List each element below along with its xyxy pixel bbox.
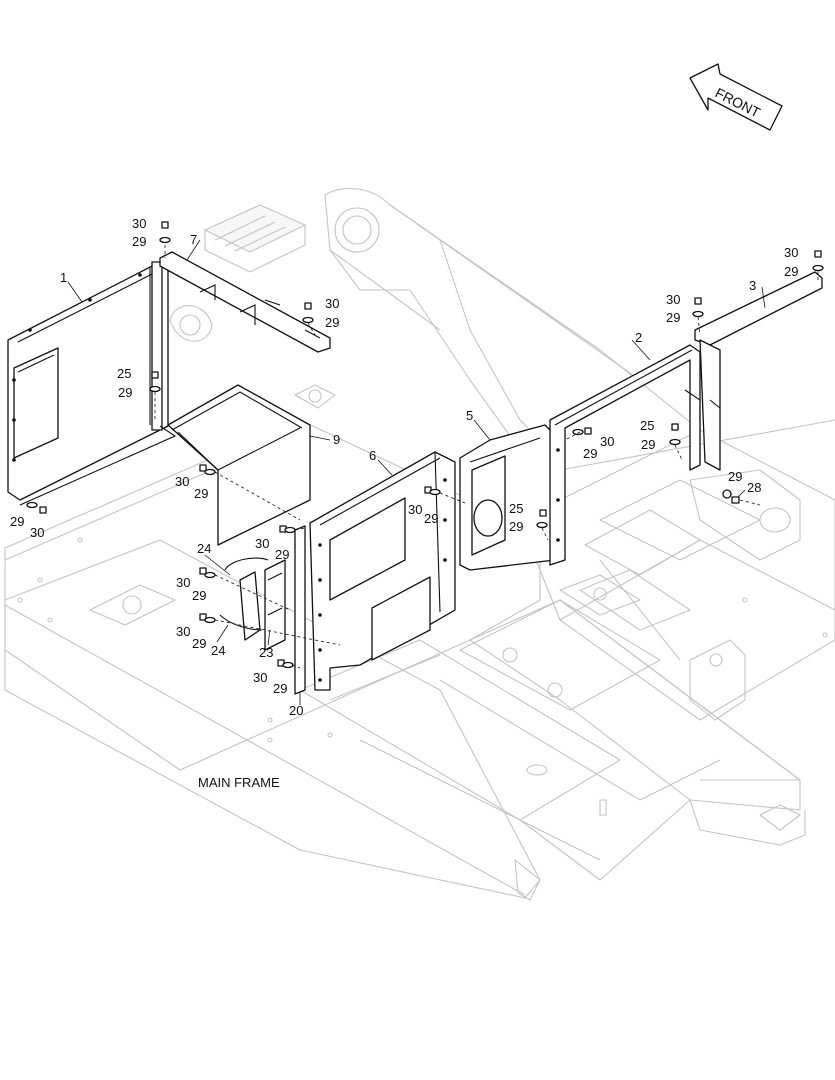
leader-lines — [67, 239, 819, 705]
callout-29: 29 — [194, 486, 208, 501]
washer-29-h — [204, 616, 216, 624]
washer-29-m — [669, 438, 681, 446]
callout-29: 29 — [641, 437, 655, 452]
callout-30: 30 — [255, 536, 269, 551]
callout-30: 30 — [175, 474, 189, 489]
bolt-25-c — [671, 423, 679, 431]
callout-24: 24 — [197, 541, 211, 556]
callout-29: 29 — [118, 385, 132, 400]
callout-29: 29 — [784, 264, 798, 279]
callout-29: 29 — [509, 519, 523, 534]
bracket-7 — [159, 251, 331, 353]
callout-29: 29 — [666, 310, 680, 325]
callout-29: 29 — [192, 588, 206, 603]
bolt-30-l — [814, 250, 822, 258]
fasteners — [26, 221, 824, 669]
bolt-30-b — [304, 302, 312, 310]
washer-29-i — [282, 661, 294, 669]
bolt-30-d — [199, 464, 207, 472]
callout-28: 28 — [747, 480, 761, 495]
callout-6: 6 — [369, 448, 376, 463]
bolt-25-b — [539, 509, 547, 517]
callout-29: 29 — [275, 547, 289, 562]
washer-29-n — [692, 310, 704, 318]
callout-29: 29 — [273, 681, 287, 696]
callout-5: 5 — [466, 408, 473, 423]
callout-24: 24 — [211, 643, 225, 658]
washer-29-e — [204, 468, 216, 476]
cover-9 — [167, 384, 311, 546]
callout-29: 29 — [583, 446, 597, 461]
main-frame-label: MAIN FRAME — [198, 775, 280, 790]
bolt-30-c — [39, 506, 47, 514]
callout-30: 30 — [253, 670, 267, 685]
callout-29: 29 — [728, 469, 742, 484]
washer-29-a — [159, 236, 171, 244]
front-direction-arrow: FRONT — [689, 63, 783, 131]
callout-1: 1 — [60, 270, 67, 285]
callout-30: 30 — [132, 216, 146, 231]
callout-3: 3 — [749, 278, 756, 293]
callout-30: 30 — [176, 575, 190, 590]
washer-29-o — [812, 264, 824, 272]
callout-30: 30 — [784, 245, 798, 260]
bolt-30-k — [694, 297, 702, 305]
bolt-25-a — [151, 371, 159, 379]
callout-29: 29 — [325, 315, 339, 330]
washer-29-c — [149, 385, 161, 393]
callout-29: 29 — [132, 234, 146, 249]
callout-25: 25 — [640, 418, 654, 433]
bracket-3 — [684, 271, 823, 471]
callout-30: 30 — [666, 292, 680, 307]
callout-25: 25 — [117, 366, 131, 381]
callout-2: 2 — [635, 330, 642, 345]
washer-29-b — [302, 316, 314, 324]
callout-30: 30 — [176, 624, 190, 639]
callout-29: 29 — [192, 636, 206, 651]
callout-30: 30 — [408, 502, 422, 517]
washer-29-l — [572, 428, 584, 436]
callout-25: 25 — [509, 501, 523, 516]
callouts: 1 7 30 29 30 29 25 29 9 6 5 2 3 30 29 30… — [10, 216, 798, 718]
bolt-30-j — [584, 427, 592, 435]
washer-29-g — [204, 571, 216, 579]
duct-5 — [459, 424, 556, 571]
washer-29-d — [26, 501, 38, 509]
callout-30: 30 — [30, 525, 44, 540]
callout-29: 29 — [10, 514, 24, 529]
bolt-30-a — [161, 221, 169, 229]
main-frame — [4, 187, 835, 901]
callout-7: 7 — [190, 232, 197, 247]
callout-20: 20 — [289, 703, 303, 718]
washer-29-f — [284, 526, 296, 534]
washer-29-p — [722, 489, 732, 499]
panel-6 — [309, 451, 456, 691]
callout-30: 30 — [600, 434, 614, 449]
clamp-23-24 — [219, 557, 286, 651]
frame-2 — [549, 344, 701, 566]
bolt-30-f — [199, 567, 207, 575]
washer-29-j — [429, 488, 441, 496]
callout-23: 23 — [259, 645, 273, 660]
bolt-28 — [731, 496, 740, 504]
washer-29-k — [536, 521, 548, 529]
plate-20 — [294, 525, 306, 695]
callout-29: 29 — [424, 511, 438, 526]
panel-1 — [7, 261, 177, 506]
bolt-30-g — [199, 613, 207, 621]
callout-9: 9 — [333, 432, 340, 447]
callout-30: 30 — [325, 296, 339, 311]
